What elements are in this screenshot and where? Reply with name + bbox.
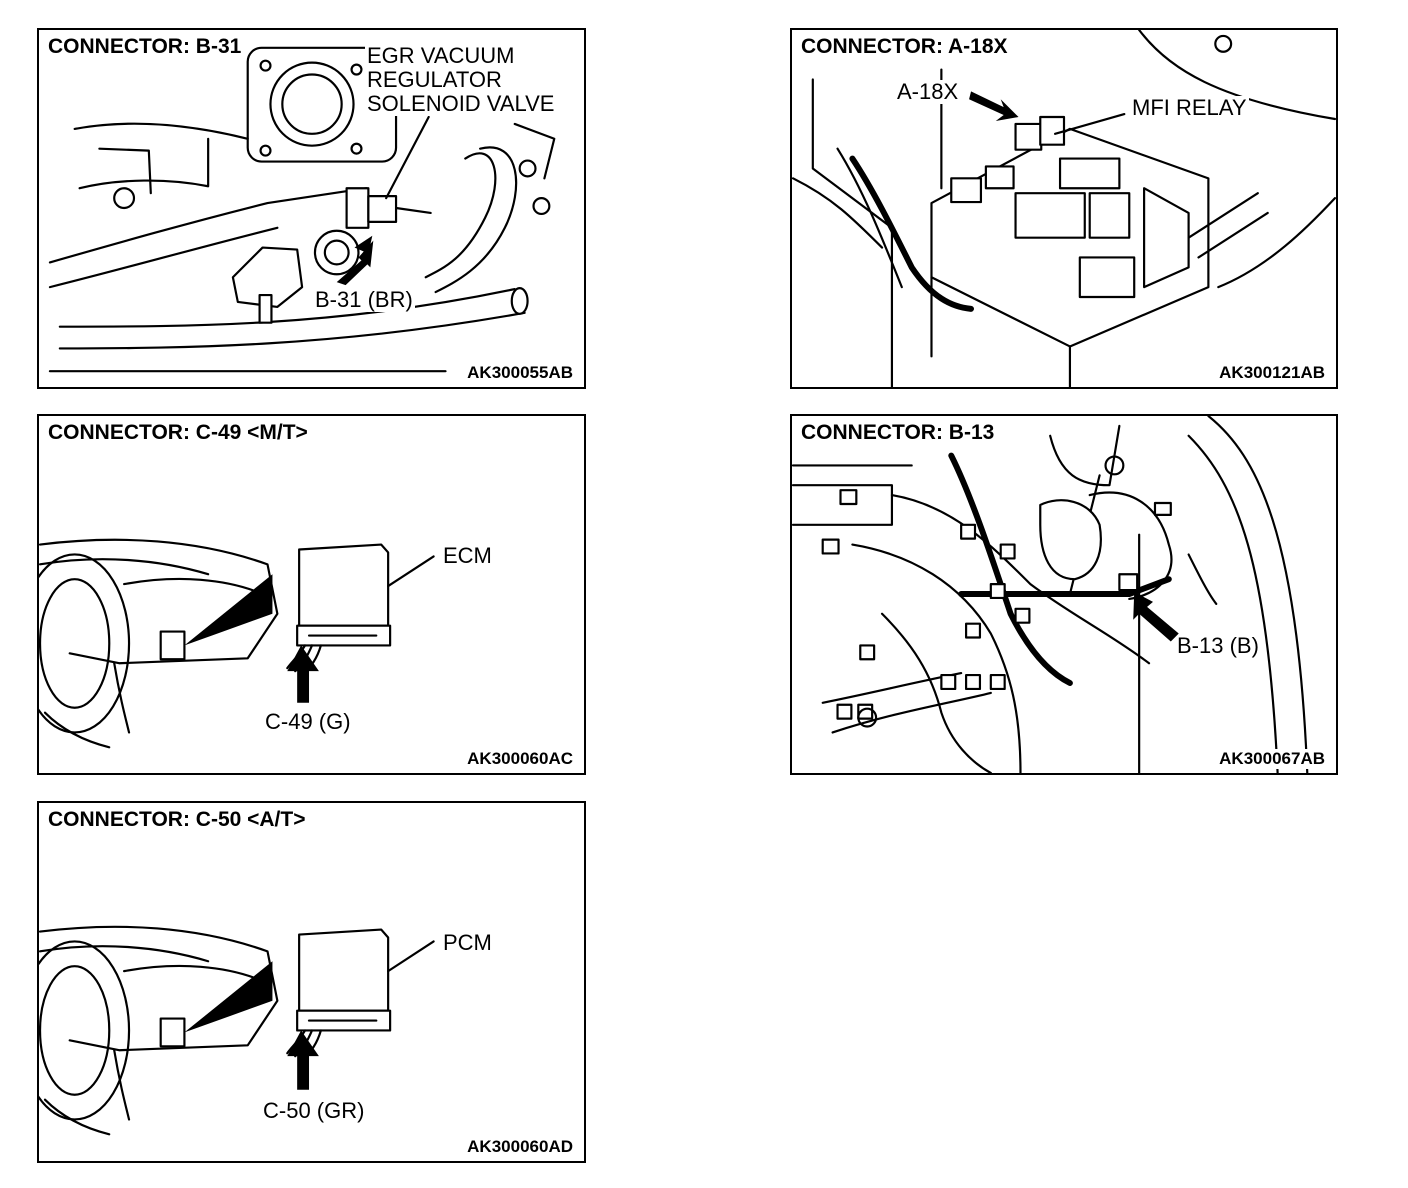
panel-title: CONNECTOR: C-49 <M/T> [48,420,311,447]
connector-label: A-18X [895,79,961,104]
panel-title: CONNECTOR: A-18X [801,34,1011,61]
harness-illustration [792,416,1309,773]
panel-title: CONNECTOR: B-13 [801,420,1001,447]
panel-connector-c50: CONNECTOR: C-50 <A/T> PCM C-50 (GR) AK30… [37,801,586,1163]
component-label-line-2: REGULATOR [367,67,502,92]
component-label: ECM [441,543,494,568]
pcm-location-illustration [39,925,435,1136]
component-label: EGR VACUUM REGULATOR SOLENOID VALVE [365,43,557,116]
figure-code: AK300055AB [465,363,575,383]
panel-connector-b31: CONNECTOR: B-31 EGR VACUUM REGULATOR SOL… [37,28,586,389]
component-label: PCM [441,930,494,955]
connector-label: B-31 (BR) [313,287,415,312]
connector-label: C-49 (G) [263,709,353,734]
figure-code: AK300067AB [1217,749,1327,769]
connector-label: B-13 (B) [1177,633,1259,658]
panel-connector-c49: CONNECTOR: C-49 <M/T> ECM C-49 (G) AK300… [37,414,586,775]
panel-connector-a18x: CONNECTOR: A-18X A-18X MFI RELAY AK30012… [790,28,1338,389]
ecm-location-illustration [39,538,435,749]
component-label: MFI RELAY [1130,95,1249,120]
figure-code: AK300060AD [465,1137,575,1157]
relay-box-illustration [792,30,1336,387]
figure-code: AK300121AB [1217,363,1327,383]
panel-title: CONNECTOR: C-50 <A/T> [48,807,309,834]
engine-bay-illustration [48,46,556,373]
component-label-line-1: EGR VACUUM [367,43,515,68]
panel-connector-b13: CONNECTOR: B-13 B-13 (B) AK300067AB [790,414,1338,775]
figure-code: AK300060AC [465,749,575,769]
connector-label: C-50 (GR) [261,1098,367,1123]
panel-title: CONNECTOR: B-31 [48,34,245,61]
component-label-line-3: SOLENOID VALVE [367,91,555,116]
